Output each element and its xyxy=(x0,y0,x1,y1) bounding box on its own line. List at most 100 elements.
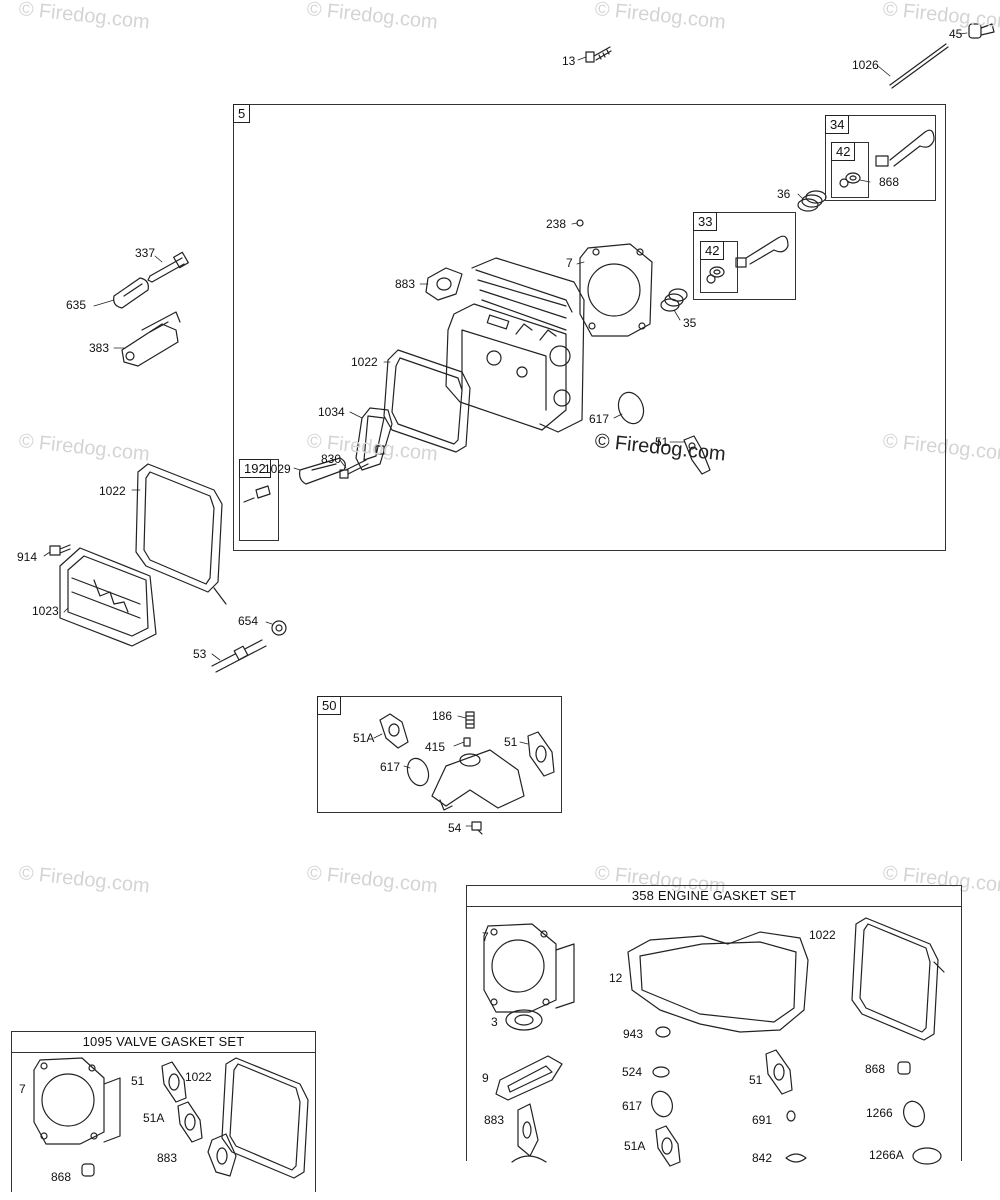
box-title-358: 358 ENGINE GASKET SET xyxy=(467,886,961,907)
label-51-manifold: 51 xyxy=(504,735,518,749)
label-1022: 1022 xyxy=(351,355,378,369)
part-3-oil-seal xyxy=(505,1009,543,1031)
label-830: 830 xyxy=(321,452,342,466)
label-1022-valve-set: 1022 xyxy=(185,1070,212,1084)
box-label-192: 192 xyxy=(239,459,271,478)
part-13-bolt xyxy=(585,46,612,63)
part-12-crankcase-gasket xyxy=(627,931,809,1033)
part-cylinder-head xyxy=(445,257,585,433)
part-691-seal xyxy=(786,1110,796,1122)
part-45-rotator xyxy=(968,23,995,39)
part-manifold-body xyxy=(431,749,525,811)
label-868-set: 868 xyxy=(865,1062,886,1076)
label-51: 51 xyxy=(655,435,669,449)
part-914-screw xyxy=(49,544,71,556)
part-617-o-ring-head xyxy=(617,391,645,425)
label-415: 415 xyxy=(425,740,446,754)
label-51A: 51A xyxy=(353,731,375,745)
part-943-o-ring xyxy=(655,1026,671,1038)
part-9-gasket xyxy=(495,1055,563,1101)
label-383: 383 xyxy=(89,341,110,355)
label-7-valve-set: 7 xyxy=(19,1082,26,1096)
label-943: 943 xyxy=(623,1027,644,1041)
label-617-set: 617 xyxy=(622,1099,643,1113)
part-seal-partial xyxy=(511,1155,547,1163)
label-617: 617 xyxy=(589,412,610,426)
label-36: 36 xyxy=(777,187,791,201)
part-617-o-ring-set xyxy=(651,1090,673,1118)
part-51-manifold-gasket-head xyxy=(683,435,711,475)
part-1266-o-ring xyxy=(903,1100,925,1128)
box-intake-retainer: 42 xyxy=(700,241,738,293)
label-635: 635 xyxy=(66,298,87,312)
label-883-valve-set: 883 xyxy=(157,1151,178,1165)
box-valve-gasket-set: 1095 VALVE GASKET SET xyxy=(11,1031,316,1192)
part-868-seal-set xyxy=(897,1061,911,1075)
part-54-screw xyxy=(471,821,483,835)
part-883-gasket-valve-set xyxy=(207,1133,237,1177)
box-breather-kit: 192 xyxy=(239,459,279,541)
box-exhaust-valve: 34 xyxy=(825,115,936,201)
part-1029-breather xyxy=(299,457,346,485)
box-label-50: 50 xyxy=(317,696,342,715)
part-337-spark-plug xyxy=(147,251,189,283)
label-54: 54 xyxy=(448,821,462,835)
label-1022-set: 1022 xyxy=(809,928,836,942)
part-51A-gasket-valve-set xyxy=(177,1101,203,1143)
label-1034: 1034 xyxy=(318,405,345,419)
label-883-set: 883 xyxy=(484,1113,505,1127)
label-1029: 1029 xyxy=(264,462,291,476)
label-691: 691 xyxy=(752,1113,773,1127)
label-524: 524 xyxy=(622,1065,643,1079)
label-51A-valve-set: 51A xyxy=(143,1111,165,1125)
part-1022-cover-gasket-set xyxy=(851,917,945,1041)
label-186: 186 xyxy=(432,709,453,723)
part-51-gasket-manifold xyxy=(527,731,555,777)
label-1026: 1026 xyxy=(852,58,879,72)
box-intake-valve: 33 xyxy=(693,212,796,300)
box-label-42: 42 xyxy=(700,241,725,260)
label-51-set: 51 xyxy=(749,1073,763,1087)
part-1266A-o-ring xyxy=(912,1147,942,1165)
part-51A-gasket-manifold xyxy=(379,713,409,749)
part-186-fitting xyxy=(465,711,475,729)
part-35-spring-intake xyxy=(660,288,688,312)
part-383-ignition-module xyxy=(121,311,181,367)
label-337: 337 xyxy=(135,246,156,260)
box-manifold: 50 xyxy=(317,696,562,813)
box-label-33: 33 xyxy=(693,212,718,231)
box-cylinder-head: 5 xyxy=(233,104,946,551)
box-title-1095: 1095 VALVE GASKET SET xyxy=(12,1032,315,1053)
part-654-nut xyxy=(271,620,287,636)
label-654: 654 xyxy=(238,614,259,628)
label-35: 35 xyxy=(683,316,697,330)
part-1022-cover-gasket-valve-set xyxy=(221,1057,309,1179)
part-33-intake-valve xyxy=(706,235,789,284)
label-1266: 1266 xyxy=(866,1106,893,1120)
part-617-o-ring-manifold xyxy=(406,757,430,787)
part-635-spark-plug-boot xyxy=(113,277,149,309)
label-1266A: 1266A xyxy=(869,1148,904,1162)
part-1034-breather-cover xyxy=(355,407,393,471)
part-842-clip xyxy=(785,1153,807,1163)
box-engine-gasket-set: 358 ENGINE GASKET SET xyxy=(466,885,962,1161)
label-1022-cover: 1022 xyxy=(99,484,126,498)
part-883-gasket-set xyxy=(517,1103,539,1157)
part-1022-valve-cover-gasket xyxy=(383,349,471,453)
label-1023: 1023 xyxy=(32,604,59,618)
part-1026-pushrod xyxy=(889,43,949,89)
part-51-gasket-valve-set xyxy=(161,1061,187,1103)
label-3: 3 xyxy=(491,1015,498,1029)
part-51A-gasket-set xyxy=(655,1125,681,1167)
label-842: 842 xyxy=(752,1151,773,1165)
label-883: 883 xyxy=(395,277,416,291)
part-830-screw xyxy=(339,459,369,479)
label-617-manifold: 617 xyxy=(380,760,401,774)
part-53-stud xyxy=(211,639,267,673)
part-36-spring-exhaust xyxy=(797,190,827,212)
box-exhaust-retainer: 42 xyxy=(831,142,869,198)
part-524-o-ring xyxy=(652,1066,670,1078)
part-7-head-gasket xyxy=(579,243,653,337)
label-238: 238 xyxy=(546,217,567,231)
part-192-breather-screw xyxy=(243,485,271,503)
